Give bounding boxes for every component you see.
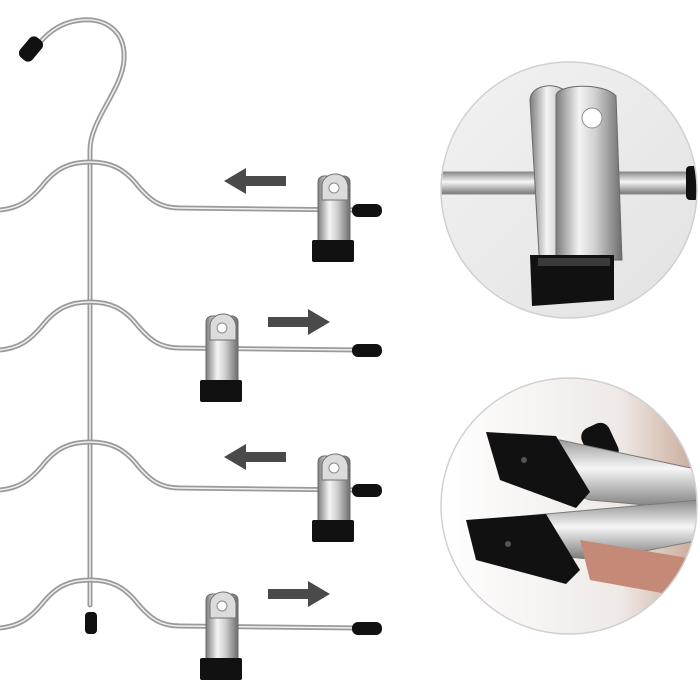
clip xyxy=(312,453,354,542)
bar-end-cap xyxy=(352,204,382,217)
rod-end-cap xyxy=(85,612,97,634)
clip xyxy=(200,591,242,680)
arrow-right-icon xyxy=(268,309,330,335)
arrow-right-icon xyxy=(268,581,330,607)
arrow-left-icon xyxy=(224,168,286,194)
bar-end-cap xyxy=(352,344,382,357)
hanger-hook xyxy=(18,17,127,634)
hanger-tier-4 xyxy=(0,577,382,680)
clip xyxy=(312,173,354,262)
bar-end-cap xyxy=(352,622,382,635)
inset-clip-closeup xyxy=(440,61,698,319)
hanger-tier-1 xyxy=(0,159,382,262)
hanger-tier-3 xyxy=(0,439,382,542)
hook-tip-cap xyxy=(18,36,44,62)
hanger-tier-2 xyxy=(0,299,382,402)
bar-end-cap xyxy=(352,484,382,497)
clip xyxy=(200,313,242,402)
inset-jaws-closeup xyxy=(440,377,698,635)
arrow-left-icon xyxy=(224,444,286,470)
